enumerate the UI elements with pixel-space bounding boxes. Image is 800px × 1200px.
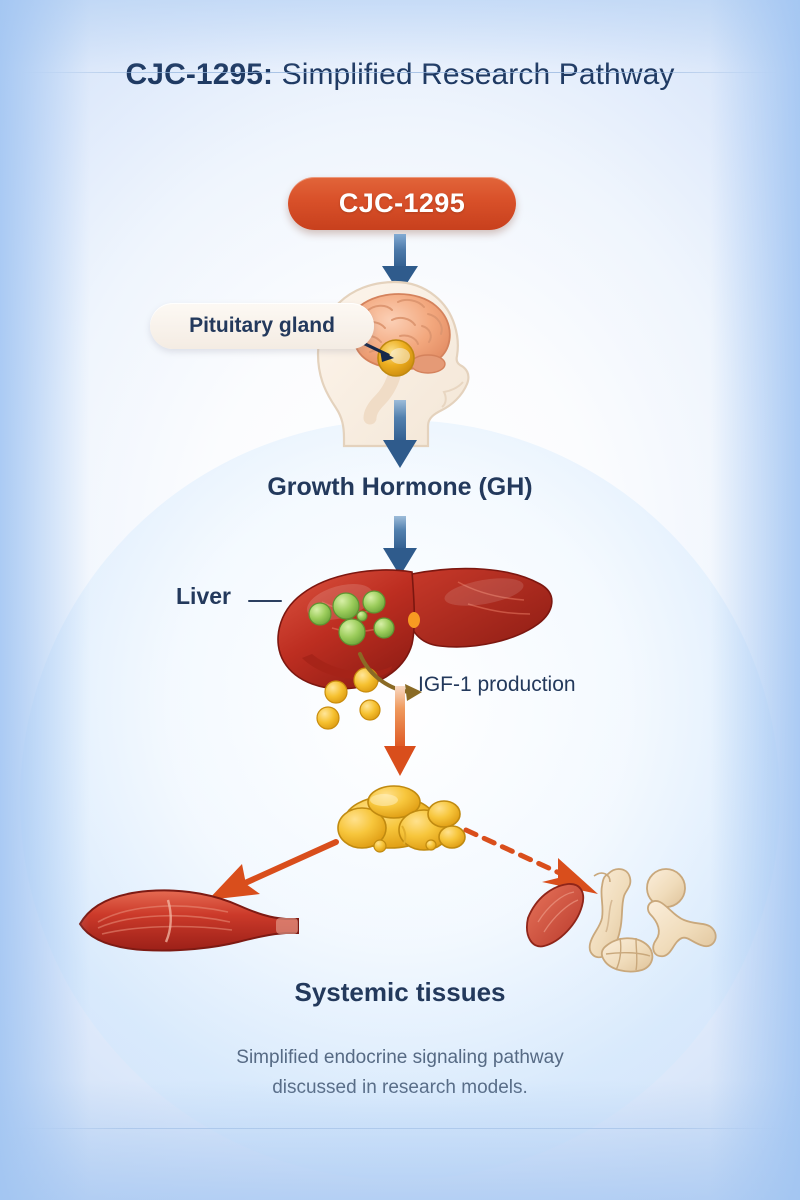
pituitary-gland-label: Pituitary gland <box>189 314 335 337</box>
footer-divider <box>14 1128 786 1129</box>
caption-line-2: discussed in research models. <box>272 1077 528 1098</box>
title-strong: CJC-1295: <box>125 58 274 91</box>
bones-illustration <box>526 868 717 973</box>
caption: Simplified endocrine signaling pathway d… <box>0 1043 800 1103</box>
drug-pill-cjc-1295: CJC-1295 <box>288 177 516 230</box>
igf1-molecule-cluster <box>337 785 466 853</box>
drug-pill-label: CJC-1295 <box>338 188 466 218</box>
step-igf1-production: IGF-1 production <box>418 673 576 696</box>
arrow-pituitary-to-gh <box>383 400 417 468</box>
header: CJC-1295: Simplified Research Pathway <box>0 58 800 92</box>
header-divider <box>20 72 780 73</box>
arrow-liver-to-tissues <box>384 686 416 776</box>
liver-leader-line <box>248 600 282 602</box>
page-title: CJC-1295: Simplified Research Pathway <box>126 58 675 92</box>
step-growth-hormone: Growth Hormone (GH) <box>267 473 533 501</box>
step-liver: Liver <box>176 583 231 609</box>
title-light: Simplified Research Pathway <box>273 58 675 91</box>
pituitary-gland-callout: Pituitary gland <box>150 303 374 349</box>
step-systemic-tissues: Systemic tissues <box>294 977 506 1007</box>
caption-line-1: Simplified endocrine signaling pathway <box>236 1047 564 1068</box>
muscle-illustration <box>78 889 299 952</box>
